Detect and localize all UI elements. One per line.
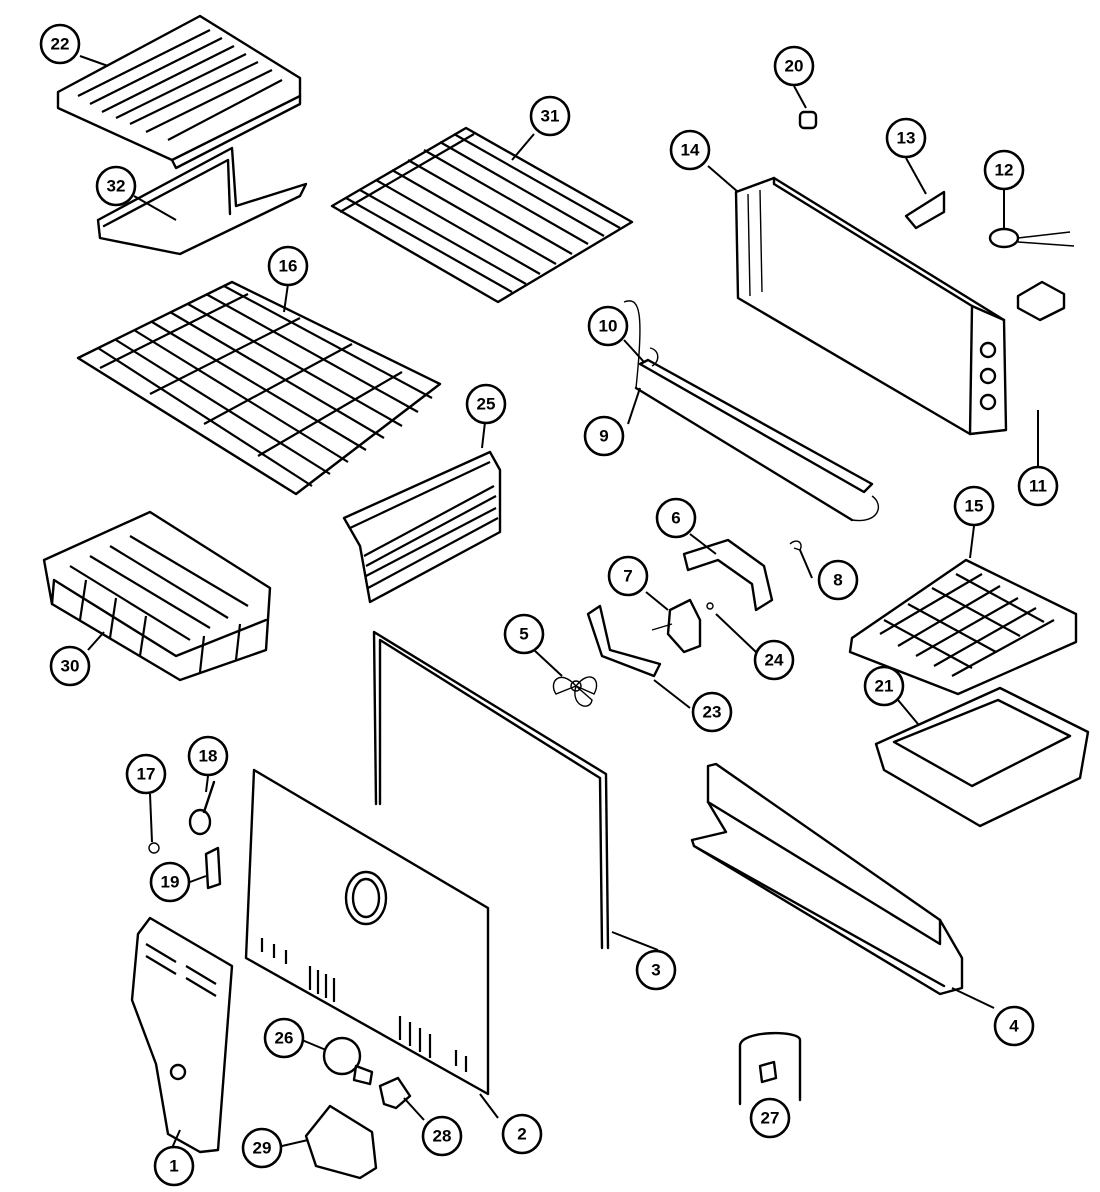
callout-32: 32 <box>95 165 137 207</box>
callout-label: 30 <box>61 657 80 676</box>
callout-4: 4 <box>993 1005 1035 1047</box>
motor-bracket-part <box>682 538 774 612</box>
callout-label: 11 <box>1029 477 1047 496</box>
callout-label: 31 <box>541 107 560 126</box>
callout-28: 28 <box>421 1115 463 1157</box>
callout-label: 3 <box>651 961 660 980</box>
callout-31: 31 <box>529 95 571 137</box>
bracket-part <box>904 190 946 230</box>
callout-30: 30 <box>49 645 91 687</box>
terminal-block-part <box>1016 280 1066 322</box>
wire-basket-part <box>42 510 272 682</box>
callout-label: 15 <box>965 497 984 516</box>
fan-motor-part <box>651 598 702 654</box>
callout-label: 17 <box>137 765 156 784</box>
callout-label: 4 <box>1009 1017 1019 1036</box>
small-screw-part <box>706 602 714 610</box>
callout-3: 3 <box>635 949 677 991</box>
callout-2: 2 <box>501 1113 543 1155</box>
heater-element-part <box>623 300 880 522</box>
callout-27: 27 <box>749 1097 791 1139</box>
callout-label: 22 <box>51 35 70 54</box>
crisper-glass-part <box>342 450 502 604</box>
fan-blade-part <box>552 676 598 707</box>
callout-29: 29 <box>241 1127 283 1169</box>
screw-part <box>148 842 160 854</box>
callout-label: 6 <box>671 509 680 528</box>
callout-18: 18 <box>187 735 229 777</box>
light-bulb-part <box>322 1036 374 1086</box>
door-gasket-part <box>372 630 610 950</box>
callout-label: 10 <box>599 317 618 336</box>
callout-12: 12 <box>983 149 1025 191</box>
ice-bin-part <box>874 686 1090 828</box>
callout-label: 21 <box>875 677 894 696</box>
callout-5: 5 <box>503 613 545 655</box>
callout-23: 23 <box>691 691 733 733</box>
rear-panel-part <box>244 768 490 1096</box>
callout-label: 14 <box>681 141 700 160</box>
switch-part <box>204 846 222 890</box>
light-lens-part <box>304 1104 378 1180</box>
callout-11: 11 <box>1017 465 1059 507</box>
light-housing-part <box>130 916 234 1154</box>
knob-part <box>188 780 216 836</box>
callout-label: 5 <box>519 625 528 644</box>
callout-label: 18 <box>199 747 218 766</box>
crisper-cover-part <box>56 14 302 170</box>
callout-21: 21 <box>863 665 905 707</box>
shelf-channel-part <box>690 762 964 996</box>
callout-label: 12 <box>995 161 1014 180</box>
lamp-socket-part <box>378 1076 412 1110</box>
callout-label: 9 <box>599 427 608 446</box>
callout-label: 1 <box>169 1157 178 1176</box>
small-plug-part <box>798 110 818 130</box>
part-27-frame <box>738 1031 802 1106</box>
callout-14: 14 <box>669 129 711 171</box>
callout-label: 25 <box>477 395 496 414</box>
leader-lines <box>79 55 1039 1149</box>
callout-label: 26 <box>275 1029 294 1048</box>
callout-label: 28 <box>433 1127 452 1146</box>
callout-22: 22 <box>39 23 81 65</box>
callout-label: 16 <box>279 257 298 276</box>
callout-label: 13 <box>897 129 916 148</box>
callout-label: 27 <box>761 1109 780 1128</box>
callout-label: 29 <box>253 1139 272 1158</box>
wire-shelf-lower-part <box>76 280 442 496</box>
wire-shelf-upper-part <box>330 126 634 304</box>
callout-1: 1 <box>153 1145 195 1187</box>
callout-7: 7 <box>607 555 649 597</box>
ice-tray-part <box>848 558 1078 696</box>
callout-label: 7 <box>623 567 632 586</box>
clip-part <box>789 540 802 551</box>
callout-label: 2 <box>517 1125 526 1144</box>
callout-label: 23 <box>703 703 722 722</box>
callout-8: 8 <box>817 559 859 601</box>
callout-label: 32 <box>107 177 126 196</box>
evaporator-part <box>734 176 1008 436</box>
callout-24: 24 <box>753 639 795 681</box>
callout-9: 9 <box>583 415 625 457</box>
callout-26: 26 <box>263 1017 305 1059</box>
crisper-frame-part <box>96 146 308 256</box>
callout-label: 24 <box>765 651 784 670</box>
defrost-heater-part <box>638 347 874 494</box>
callout-16: 16 <box>267 245 309 287</box>
callout-label: 20 <box>785 57 804 76</box>
callout-label: 19 <box>161 873 180 892</box>
callout-20: 20 <box>773 45 815 87</box>
callout-10: 10 <box>587 305 629 347</box>
callout-25: 25 <box>465 383 507 425</box>
callout-13: 13 <box>885 117 927 159</box>
callout-label: 8 <box>833 571 842 590</box>
defrost-thermostat-part <box>988 227 1075 249</box>
callout-15: 15 <box>953 485 995 527</box>
callout-6: 6 <box>655 497 697 539</box>
callout-17: 17 <box>125 753 167 795</box>
callout-19: 19 <box>149 861 191 903</box>
motor-mount-part <box>586 604 662 678</box>
